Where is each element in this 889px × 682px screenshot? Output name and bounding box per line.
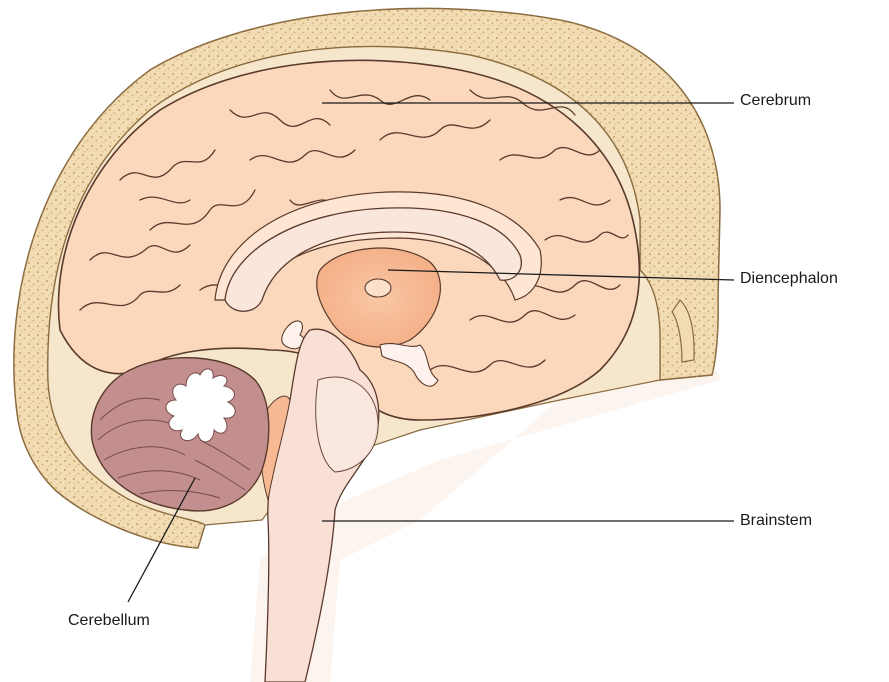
thalamus-adhesion bbox=[365, 279, 391, 297]
brainstem-label: Brainstem bbox=[740, 512, 812, 530]
cerebellum-label: Cerebellum bbox=[68, 612, 150, 630]
cerebrum-label: Cerebrum bbox=[740, 92, 811, 110]
diencephalon-label: Diencephalon bbox=[740, 270, 838, 288]
